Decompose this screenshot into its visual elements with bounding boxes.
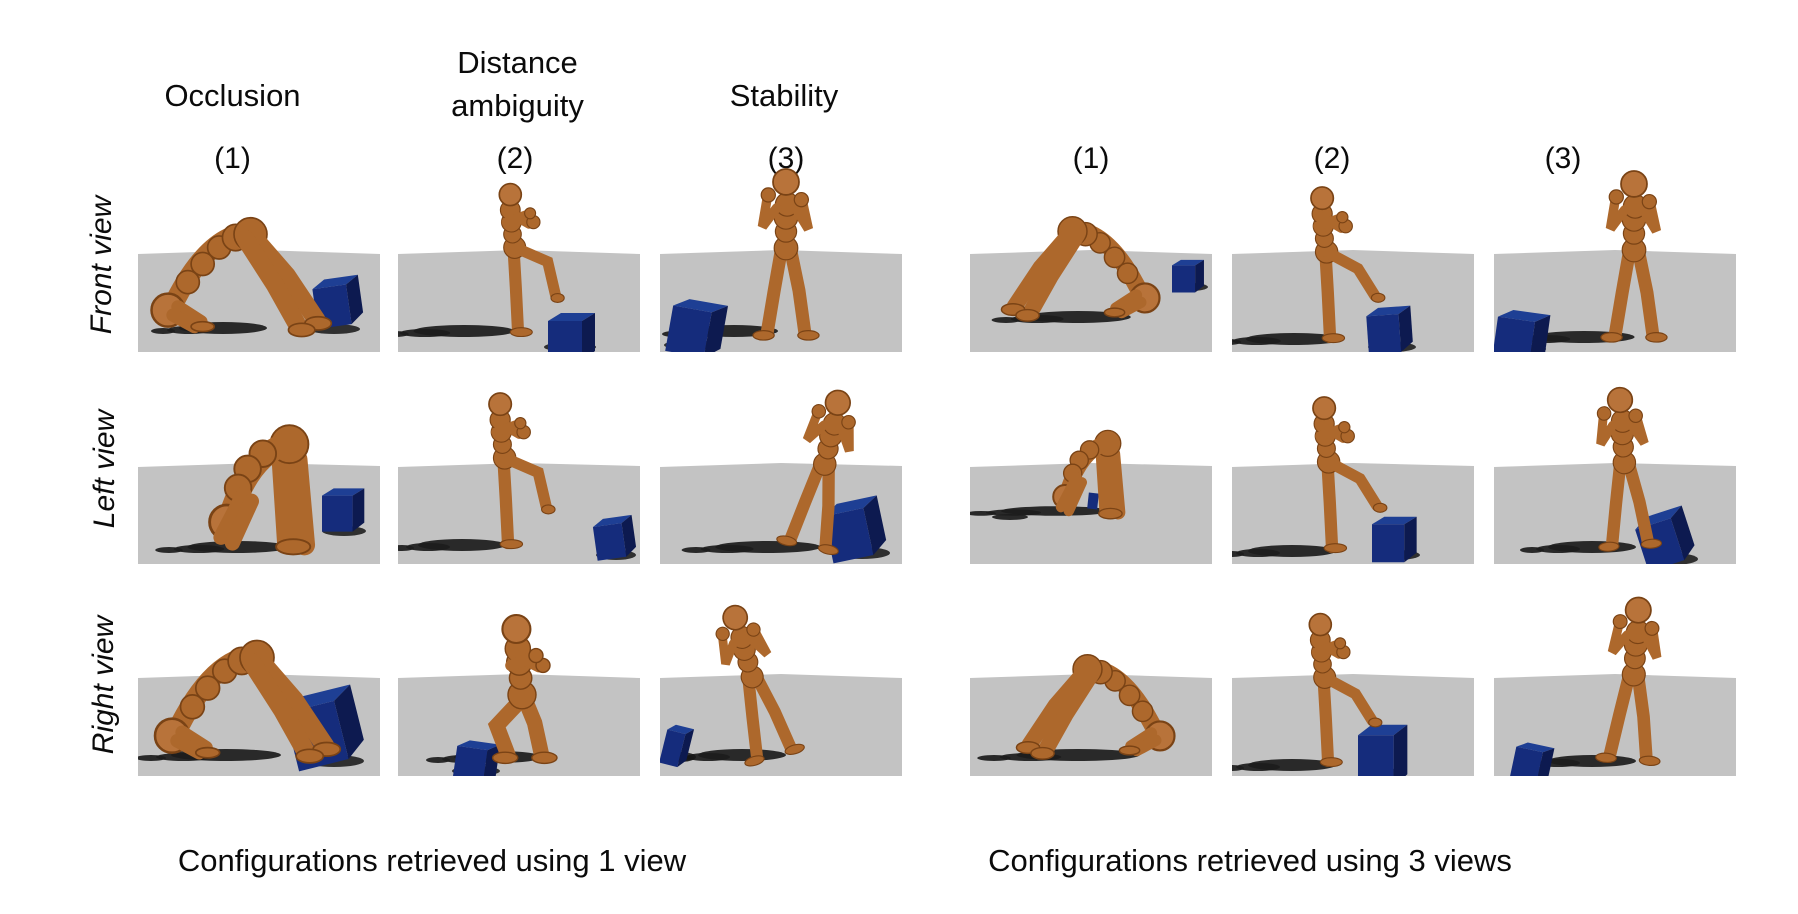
- cell-1view-right-distance: [398, 571, 640, 776]
- column-number-right-2: (2): [1313, 142, 1351, 175]
- row-label-left-view: Left view: [88, 409, 121, 529]
- cell-1view-right-occlusion: [138, 571, 380, 776]
- cell-3views-right-2: [1232, 571, 1474, 776]
- cell-3views-front-2: [1232, 147, 1474, 352]
- cell-1view-left-stability: [660, 359, 902, 564]
- cell-3views-left-3: [1494, 359, 1736, 564]
- cell-3views-left-1: [970, 359, 1212, 564]
- row-label-right-view: Right view: [87, 615, 120, 755]
- cell-1view-left-occlusion: [138, 359, 380, 564]
- column-header-distance-line2: ambiguity: [451, 88, 584, 123]
- cell-3views-right-3: [1494, 571, 1736, 776]
- row-label-front-view: Front view: [85, 195, 118, 335]
- column-header-stability: Stability: [729, 78, 839, 113]
- cell-3views-front-1: [970, 147, 1212, 352]
- caption-3-views: Configurations retrieved using 3 views: [988, 843, 1512, 878]
- column-header-distance-line1: Distance: [457, 45, 578, 80]
- cell-3views-left-2: [1232, 359, 1474, 564]
- column-number-left-1: (1): [214, 142, 251, 175]
- cell-1view-front-occlusion: [138, 147, 380, 352]
- cell-3views-right-1: [970, 571, 1212, 776]
- cell-3views-front-3: [1494, 147, 1736, 352]
- column-header-occlusion: Occlusion: [164, 78, 301, 113]
- column-number-right-1: (1): [1072, 142, 1110, 175]
- caption-1-view: Configurations retrieved using 1 view: [177, 843, 687, 878]
- cell-1view-left-distance: [398, 359, 640, 564]
- cell-1view-front-stability: [660, 147, 902, 352]
- cell-1view-front-distance: [398, 147, 640, 352]
- cell-1view-right-stability: [660, 571, 902, 776]
- column-number-right-3: (3): [1544, 142, 1582, 175]
- column-number-left-2: (2): [496, 142, 534, 175]
